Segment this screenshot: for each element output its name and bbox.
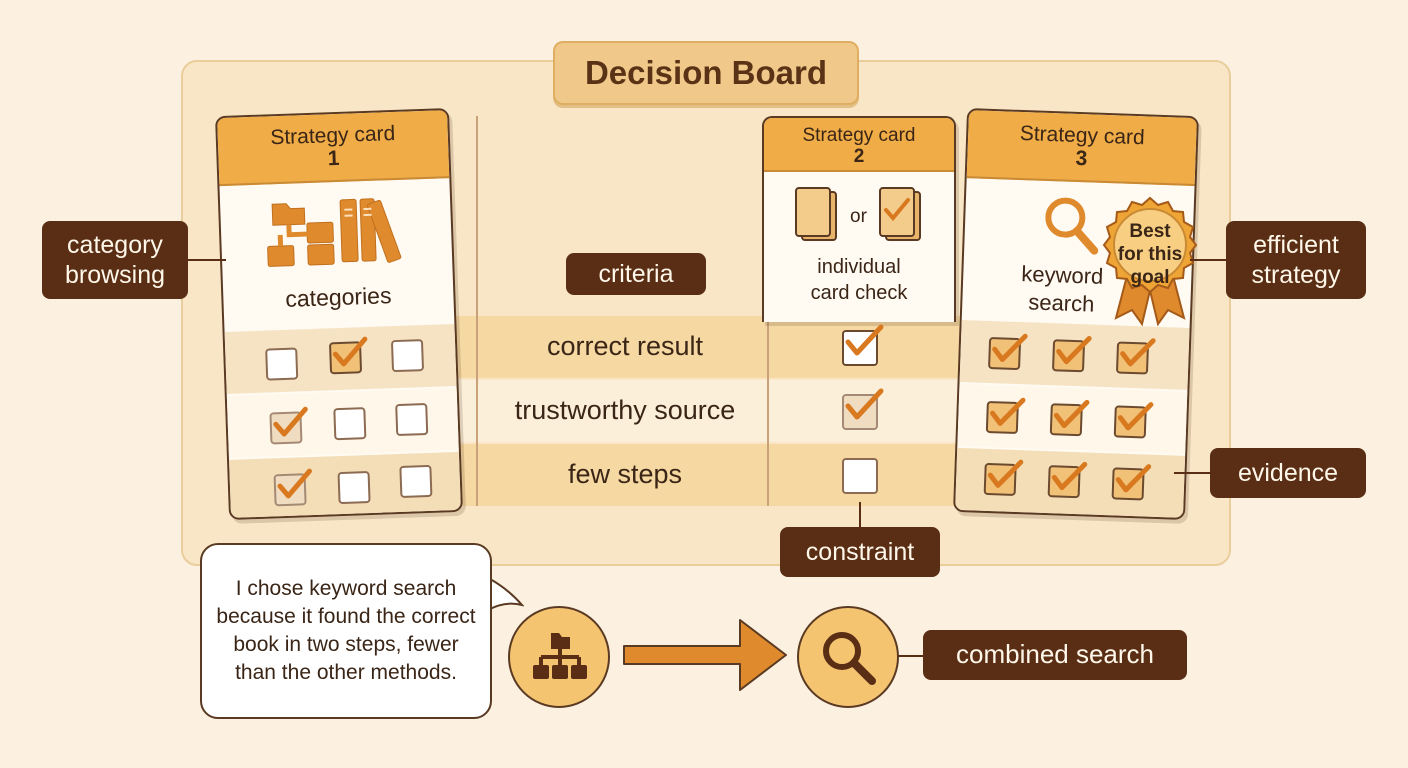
card-1-row-trustworthy-source [226, 387, 459, 458]
card-1-checkbox-3-2[interactable] [337, 471, 371, 505]
category-tree-circle [508, 606, 610, 708]
board-title: Decision Board [553, 41, 859, 105]
card-3-checkbox-2-3[interactable] [1113, 402, 1154, 439]
badge-text: Best for this goal [1110, 220, 1190, 289]
criteria-band-few-steps [448, 444, 968, 506]
criteria-label: criteria [566, 253, 706, 295]
explanation-bubble: I chose keyword search because it found … [200, 543, 492, 719]
card-3-checkbox-3-1[interactable] [983, 459, 1024, 497]
card-2-or: or [850, 206, 867, 227]
checkmark-icon [1053, 399, 1090, 429]
card-2-caption: individual card check [764, 254, 954, 306]
card-1-number: 1 [327, 146, 340, 171]
folder-tree-icon [533, 633, 587, 679]
card-3-number: 3 [1075, 146, 1088, 171]
category-browsing-line1: category [67, 231, 163, 259]
card-3-checkbox-3-3[interactable] [1111, 464, 1152, 501]
checkmark-icon [845, 324, 884, 356]
checked-card-icon [879, 187, 921, 241]
card-3-checkbox-1-1[interactable] [988, 333, 1028, 371]
card-1-checkbox-3-1[interactable] [273, 468, 312, 507]
card-3-header: Strategy card 3 [966, 110, 1197, 187]
strategy-card-2[interactable]: Strategy card 2 or individual card check [762, 116, 956, 322]
combined-search-label: combined search [923, 630, 1187, 680]
card-3-checkbox-1-2[interactable] [1051, 335, 1092, 373]
checkmark-icon [273, 406, 308, 437]
card-1-header: Strategy card 1 [217, 110, 450, 187]
card-3-checkbox-2-2[interactable] [1049, 399, 1090, 437]
card-1-row-few-steps [229, 451, 462, 520]
badge-line1: Best [1129, 221, 1171, 242]
board-divider-right [767, 316, 769, 506]
card-2-header: Strategy card 2 [764, 118, 954, 172]
card-3-row-correct-result [959, 320, 1190, 390]
card-1-checkbox-2-2[interactable] [333, 407, 367, 441]
right-arrow-icon [623, 619, 787, 691]
cards-icon [795, 187, 837, 241]
card-2-caption-line2: card check [810, 282, 908, 304]
checkmark-icon [1051, 461, 1088, 491]
strategy-card-1[interactable]: Strategy card 1 categories [215, 108, 463, 520]
category-browsing-line2: browsing [64, 261, 166, 289]
connector-constraint [859, 502, 861, 528]
card-1-checkbox-2-1[interactable] [269, 406, 308, 445]
card-3-row-trustworthy-source [957, 383, 1188, 454]
folder-tree-books-icon [267, 198, 402, 267]
checkmark-icon [1056, 335, 1092, 365]
connector-efficient-strategy [1190, 259, 1230, 261]
checkmark-icon [1120, 338, 1156, 367]
card-2-checkbox-correct-result[interactable] [842, 324, 884, 366]
strategy-card-3[interactable]: Strategy card 3 keyword search [953, 108, 1199, 520]
criterion-few-steps: few steps [567, 459, 683, 489]
card-1-checkbox-1-1[interactable] [265, 347, 299, 381]
card-2-checkbox-trustworthy-source[interactable] [842, 388, 884, 430]
card-1-caption: categories [284, 282, 392, 312]
connector-category-browsing [186, 259, 226, 261]
checkmark-icon [332, 336, 368, 367]
board-divider-left [476, 116, 478, 506]
award-ribbon-icon [1102, 196, 1198, 327]
card-1-title: Strategy card [269, 121, 396, 150]
card-3-title: Strategy card [1019, 121, 1146, 150]
checkmark-icon [1115, 464, 1152, 493]
magnifier-icon [1045, 197, 1099, 255]
card-2-number: 2 [853, 145, 865, 167]
card-3-row-few-steps [955, 447, 1186, 518]
checkmark-icon [845, 388, 884, 420]
card-2-checkbox-few-steps[interactable] [842, 458, 878, 494]
evidence-label: evidence [1210, 448, 1366, 498]
badge-line3: goal [1130, 267, 1170, 288]
card-1-checkbox-1-2[interactable] [328, 336, 368, 375]
card-1-row-correct-result [224, 323, 457, 394]
card-1-checkbox-2-3[interactable] [395, 402, 429, 437]
efficient-strategy-line1: efficient [1253, 231, 1339, 259]
checkmark-icon [989, 397, 1026, 426]
checkmark-icon [992, 333, 1028, 362]
connector-evidence [1174, 472, 1214, 474]
card-1-checkbox-3-3[interactable] [399, 464, 433, 498]
card-3-checkbox-3-2[interactable] [1047, 461, 1088, 499]
criterion-trustworthy-source: trustworthy source [514, 395, 736, 425]
card-3-checkbox-1-3[interactable] [1115, 338, 1156, 375]
connector-combined-search [898, 655, 926, 657]
criterion-correct-result: correct result [546, 331, 704, 361]
speech-bubble-tail [488, 577, 524, 611]
efficient-strategy-line2: strategy [1251, 261, 1341, 289]
checkmark-icon [987, 459, 1024, 488]
checkmark-icon [277, 468, 312, 499]
magnifier-icon [823, 632, 876, 685]
card-1-checkbox-1-3[interactable] [390, 339, 425, 373]
badge-line2: for this [1117, 244, 1183, 265]
search-circle [797, 606, 899, 708]
constraint-label: constraint [780, 527, 940, 577]
card-2-caption-line1: individual [817, 256, 901, 278]
card-2-title: Strategy card [802, 125, 916, 146]
checkmark-icon [1117, 402, 1154, 431]
card-3-checkbox-2-1[interactable] [985, 397, 1026, 435]
